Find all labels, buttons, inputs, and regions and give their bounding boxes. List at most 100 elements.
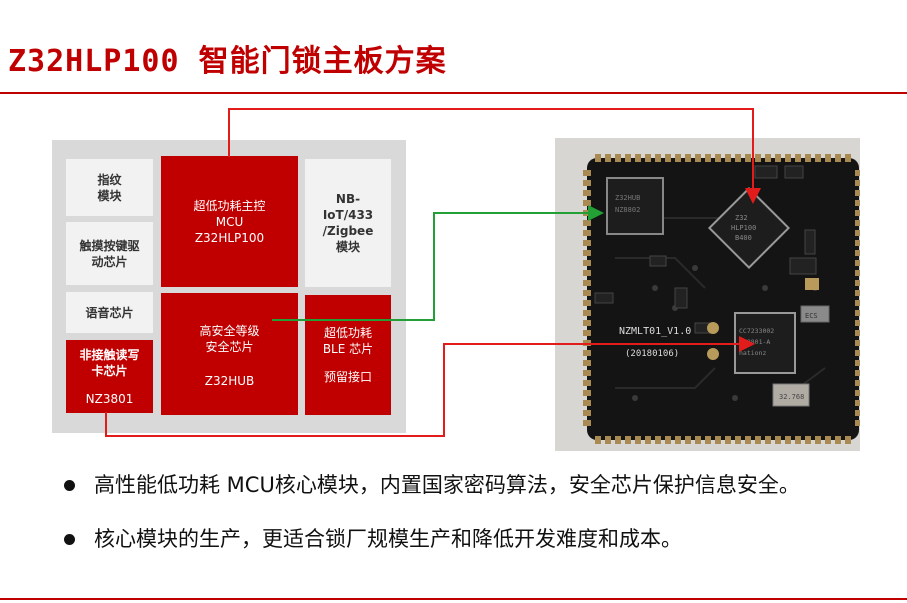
block-line: BLE 芯片: [322, 342, 374, 356]
pcb-pad: [605, 154, 611, 162]
mcu-marking: B400: [735, 234, 752, 242]
bullet-dot: [64, 534, 75, 545]
bullet-text: 高性能低功耗 MCU核心模块，内置国家密码算法，安全芯片保护信息安全。: [94, 473, 800, 497]
pcb-pad: [583, 180, 591, 186]
pcb-pad: [835, 436, 841, 444]
pcb-pad: [805, 154, 811, 162]
crystal-marking: 32.768: [779, 393, 804, 401]
block-line: 动芯片: [91, 254, 128, 269]
pcb-pad: [583, 270, 591, 276]
pcb-pad: [715, 436, 721, 444]
pcb-pad: [725, 436, 731, 444]
pcb-pad: [735, 154, 741, 162]
mcu-link-line: [228, 108, 761, 204]
mcu-block: 超低功耗主控 MCU Z32HLP100: [161, 156, 298, 287]
pcb-pad: [665, 154, 671, 162]
pcb-pad: [583, 330, 591, 336]
pcb-pad: [655, 436, 661, 444]
block-line: MCU: [215, 214, 244, 229]
block-line: 超低功耗: [323, 326, 372, 340]
pcb-pad: [583, 280, 591, 286]
secure-chip-block: 高安全等级 安全芯片 Z32HUB: [161, 293, 298, 415]
pcb-pad: [855, 400, 860, 406]
pcb-pad: [825, 154, 831, 162]
block-line: 安全芯片: [205, 340, 254, 354]
pcb-pad: [583, 390, 591, 396]
pcb-pad: [855, 230, 860, 236]
chip-left-marking: Z32HUB: [615, 194, 640, 202]
pcb-pad: [855, 390, 860, 396]
crystal2-marking: ECS: [805, 312, 818, 320]
block-line: 指纹: [97, 172, 122, 187]
pcb-pad: [825, 436, 831, 444]
pcb-pad: [855, 270, 860, 276]
pcb-pad: [855, 300, 860, 306]
block-line: 卡芯片: [91, 363, 128, 378]
block-line: 触摸按键驱: [79, 238, 140, 253]
block-line: 模块: [97, 188, 122, 203]
secure-chip-marking: nationz: [739, 349, 766, 357]
secure-chip-link-line: [272, 205, 604, 321]
pcb-pad: [855, 380, 860, 386]
pcb-pad: [855, 250, 860, 256]
block-line: 超低功耗主控: [193, 198, 266, 213]
pcb-pad: [815, 436, 821, 444]
pcb-pad: [855, 290, 860, 296]
pcb-pad: [695, 436, 701, 444]
pcb-pad: [855, 350, 860, 356]
pcb-pad: [715, 154, 721, 162]
pcb-pad: [583, 190, 591, 196]
pcb-pad: [855, 370, 860, 376]
pcb-pad: [645, 154, 651, 162]
voice-chip-block: 语音芯片: [66, 292, 153, 333]
block-line: /Zigbee: [322, 224, 374, 238]
pcb-pad: [855, 200, 860, 206]
radio-module-block: NB- IoT/433 /Zigbee 模块: [305, 159, 391, 287]
pcb-pad: [835, 154, 841, 162]
pcb-pad: [855, 240, 860, 246]
pcb-pad: [615, 154, 621, 162]
pcb-pad: [583, 350, 591, 356]
pcb-pad: [855, 280, 860, 286]
pcb-pad: [583, 410, 591, 416]
bullet-item: 核心模块的生产，更适合锁厂规模生产和降低开发难度和成本。: [60, 520, 880, 558]
page-title: Z32HLP100 智能门锁主板方案: [8, 44, 447, 79]
block-line: 非接触读写: [79, 347, 140, 362]
chip-left-marking: NZ8802: [615, 206, 640, 214]
block-line: Z32HLP100: [194, 230, 265, 245]
footer-divider: [0, 598, 907, 600]
pcb-pad: [795, 436, 801, 444]
pcb-pad: [805, 436, 811, 444]
pcb-pad: [845, 154, 851, 162]
block-line: 语音芯片: [85, 305, 134, 320]
pcb-pad: [855, 310, 860, 316]
pcb-pad: [645, 436, 651, 444]
block-line: 预留接口: [323, 370, 372, 384]
pcb-pad: [685, 154, 691, 162]
mcu-marking: Z32: [735, 214, 748, 222]
block-line: NB-: [335, 192, 361, 206]
pcb-pad: [655, 154, 661, 162]
pcb-pad: [785, 154, 791, 162]
pcb-pad: [845, 436, 851, 444]
pcb-pad: [583, 240, 591, 246]
pcb-pad: [735, 436, 741, 444]
pcb-pad: [855, 330, 860, 336]
nfc-link-line: [105, 336, 755, 437]
pcb-pad: [755, 436, 761, 444]
pcb-pad: [583, 170, 591, 176]
pcb-pad: [685, 436, 691, 444]
pcb-pad: [855, 180, 860, 186]
pcb-pad: [583, 230, 591, 236]
pcb-pad: [775, 154, 781, 162]
pcb-pad: [625, 154, 631, 162]
pcb-pad: [695, 154, 701, 162]
pcb-pad: [775, 436, 781, 444]
pcb-pad: [765, 154, 771, 162]
pcb-photo: Z32HUB NZ8802 Z32 HLP100 B400 CC7233002 …: [555, 138, 860, 451]
pcb-pad: [795, 154, 801, 162]
pcb-pad: [583, 370, 591, 376]
block-line: IoT/433: [322, 208, 374, 222]
pcb-pad: [615, 436, 621, 444]
